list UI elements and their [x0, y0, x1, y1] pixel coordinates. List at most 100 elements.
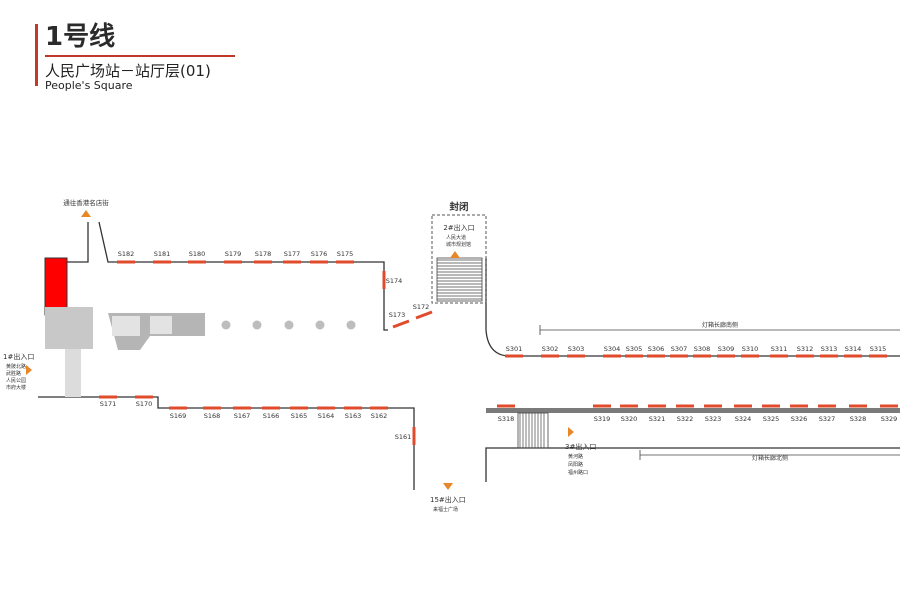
- panel-code: S322: [677, 415, 694, 423]
- ad-panel: [541, 354, 559, 358]
- ad-panel: [880, 404, 898, 408]
- ad-panel: [693, 354, 711, 358]
- arrow-left-icon: [26, 365, 32, 375]
- panel-code: S178: [255, 250, 272, 258]
- stairs-lower: [517, 412, 549, 449]
- ad-panel: [224, 260, 242, 264]
- corridor-top-label: 灯箱长廊南侧: [702, 321, 738, 329]
- ad-panel: [233, 406, 251, 410]
- closed-label: 封闭: [449, 201, 468, 213]
- arrow-right-icon: [568, 427, 574, 437]
- panel-code: S176: [311, 250, 328, 258]
- panel-code: S304: [604, 345, 621, 353]
- panel-code: S165: [291, 412, 308, 420]
- panel-code: S168: [204, 412, 221, 420]
- exit15-item: 来福士广场: [433, 506, 458, 513]
- panel-code: S182: [118, 250, 135, 258]
- ad-panel: [849, 404, 867, 408]
- ad-panel: [762, 404, 780, 408]
- panel-code: S319: [594, 415, 611, 423]
- corridor-bottom-label: 灯箱长廊北侧: [752, 454, 788, 462]
- wall-segment: [38, 396, 415, 490]
- ad-panel: [567, 354, 585, 358]
- panel-code: S173: [389, 311, 406, 319]
- panel-code: S181: [154, 250, 171, 258]
- panel-code: S324: [735, 415, 752, 423]
- ad-panel: [704, 404, 722, 408]
- panel-code: S179: [225, 250, 242, 258]
- stairs-closed: [436, 257, 483, 302]
- panel-code: S327: [819, 415, 836, 423]
- panel-code: S162: [371, 412, 388, 420]
- ad-panel: [188, 260, 206, 264]
- ad-panel: [412, 427, 416, 445]
- ad-panel: [648, 404, 666, 408]
- ad-panel: [382, 271, 386, 289]
- panel-code: S309: [718, 345, 735, 353]
- panel-code: S171: [100, 400, 117, 408]
- wall-segment: [65, 222, 89, 263]
- panel-code: S313: [821, 345, 838, 353]
- panel-code: S308: [694, 345, 711, 353]
- gray-structure: [112, 316, 140, 336]
- ad-panel: [336, 260, 354, 264]
- stair-frame: [436, 257, 483, 302]
- panel-code: S315: [870, 345, 887, 353]
- panel-code: S177: [284, 250, 301, 258]
- panel-code: S328: [850, 415, 867, 423]
- ad-panel: [593, 404, 611, 408]
- ad-panel: [415, 310, 433, 320]
- panel-code: S163: [345, 412, 362, 420]
- ad-panel: [203, 406, 221, 410]
- ad-panel: [505, 354, 523, 358]
- gray-structure: [150, 316, 172, 334]
- ad-panel: [392, 319, 410, 329]
- gray-structure: [65, 349, 81, 397]
- panel-code: S180: [189, 250, 206, 258]
- ad-panel: [290, 406, 308, 410]
- ad-panel: [497, 404, 515, 408]
- column: [284, 320, 294, 330]
- exit3-item: 福州路口: [568, 469, 588, 476]
- ad-panel: [770, 354, 788, 358]
- ad-panel: [647, 354, 665, 358]
- panel-code: S303: [568, 345, 585, 353]
- wall-segment: [485, 258, 900, 357]
- ad-panel: [625, 354, 643, 358]
- exit1-item: 武胜路: [6, 370, 21, 377]
- panel-code: S320: [621, 415, 638, 423]
- exit1-item: 市府大楼: [6, 384, 26, 391]
- exit1-title: 1#出入口: [3, 352, 34, 361]
- ad-panel: [169, 406, 187, 410]
- closed-area-box: [431, 214, 487, 304]
- panel-code: S310: [742, 345, 759, 353]
- panel-code: S302: [542, 345, 559, 353]
- panel-code: S311: [771, 345, 788, 353]
- accent-bar: [35, 24, 38, 86]
- ad-panel: [117, 260, 135, 264]
- column: [346, 320, 356, 330]
- panel-code: S329: [881, 415, 898, 423]
- panel-code: S318: [498, 415, 515, 423]
- ad-panel: [153, 260, 171, 264]
- arrow-up-icon: [450, 251, 460, 258]
- exit15-title: 15#出入口: [430, 495, 466, 504]
- station-title: 人民广场站－站厅层(01): [45, 62, 211, 80]
- line-title: 1号线: [45, 22, 116, 52]
- panel-code: S312: [797, 345, 814, 353]
- exit3-title: 3#出入口: [565, 442, 596, 451]
- column: [221, 320, 231, 330]
- corridor-band: [486, 408, 900, 413]
- exit1-item: 人民公园: [6, 378, 26, 384]
- panel-code: S305: [626, 345, 643, 353]
- ad-panel: [370, 406, 388, 410]
- ad-panel: [741, 354, 759, 358]
- exit2-item: 城市规划馆: [446, 241, 471, 248]
- panel-code: S161: [395, 433, 412, 441]
- panel-code: S166: [263, 412, 280, 420]
- column: [252, 320, 262, 330]
- ad-panel: [717, 354, 735, 358]
- ad-panel: [844, 354, 862, 358]
- arrow-up-icon: [81, 210, 91, 217]
